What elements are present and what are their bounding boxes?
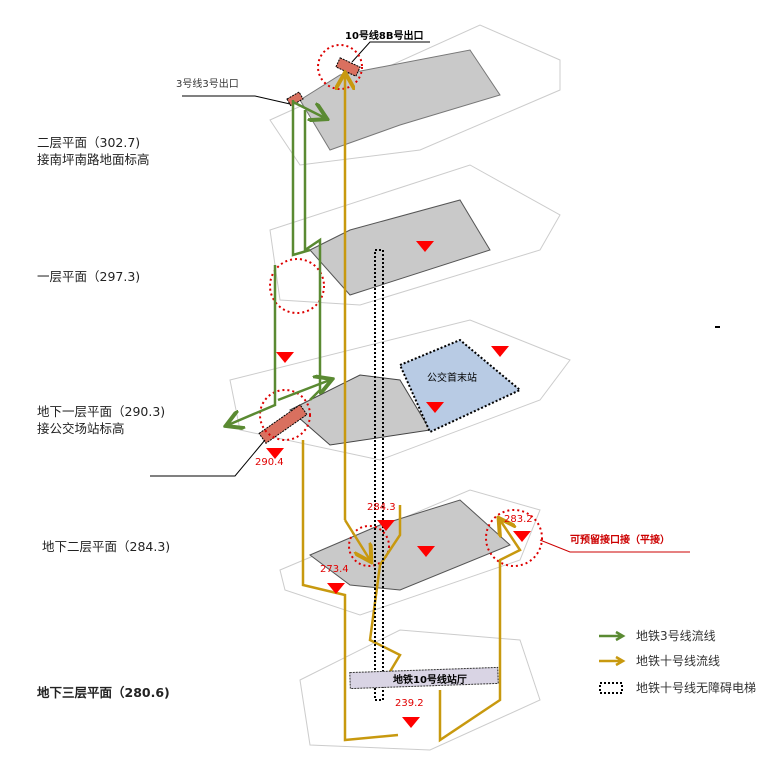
exit-line10-label: 10号线8B号出口 (345, 31, 424, 42)
green-arrow-icon (599, 630, 626, 641)
station-hall-box (349, 666, 499, 690)
floor-plate-b2 (279, 489, 541, 616)
floor-plate-b3 (299, 629, 541, 751)
floor-label-l1: 一层平面（297.3) (37, 269, 141, 284)
floor-plate-l1 (269, 164, 561, 306)
floor-plate-b1 (229, 319, 571, 461)
legend-item-line10: 地铁十号线流线 (598, 652, 720, 669)
line10-elevator (374, 249, 384, 701)
station-hall-label: 地铁10号线站厅 (393, 675, 467, 686)
dotted-box-icon (599, 681, 623, 694)
line3-flow (228, 100, 330, 425)
line10-flow (301, 75, 522, 743)
floor-label-l2: 二层平面（302.7)接南坪南路地面标高 (37, 135, 150, 167)
elevation-label: 239.2 (395, 698, 424, 709)
yellow-arrow-icon (599, 655, 626, 666)
floor-label-b1: 地下一层平面（290.3)接公交场站标高 (37, 404, 166, 436)
legend-item-line3: 地铁3号线流线 (598, 627, 716, 644)
exit-line3-marker (286, 91, 304, 107)
elevation-label: 273.4 (320, 564, 349, 575)
exit-line3-label: 3号线3号出口 (176, 79, 239, 90)
entrance-triangles (266, 241, 531, 728)
floor-label-b2: 地下二层平面（284.3) (42, 539, 171, 554)
elevation-label: 290.4 (255, 457, 284, 468)
floor-label-b3: 地下三层平面（280.6) (37, 685, 170, 700)
legend-item-elevator: 地铁十号线无障碍电梯 (598, 679, 756, 696)
floor-plate-l2 (269, 24, 561, 166)
elevation-label: 283.2 (504, 514, 533, 525)
highlight-circles (259, 44, 543, 567)
b1-entrance-marker (258, 404, 308, 444)
elevation-label: 284.3 (367, 502, 396, 513)
reserved-interface-label: 可预留接口接（平接） (570, 535, 670, 546)
bus-terminal-label: 公交首末站 (427, 373, 477, 384)
